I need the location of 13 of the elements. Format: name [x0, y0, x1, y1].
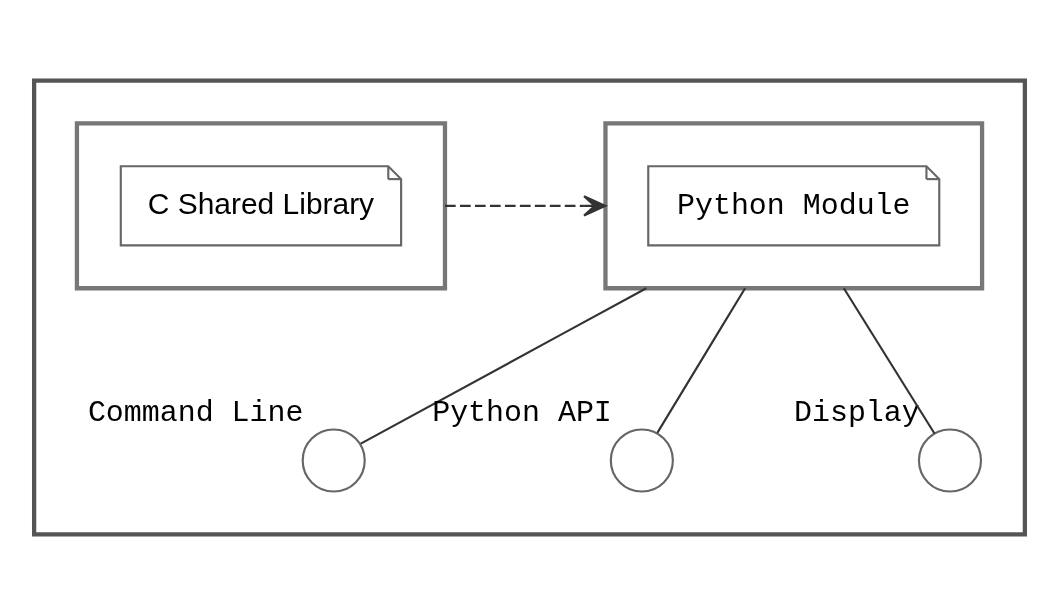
connector — [360, 287, 647, 445]
connector — [842, 287, 936, 435]
cluster — [603, 121, 985, 291]
node-label: Command Line — [87, 396, 304, 431]
cluster — [32, 78, 1027, 537]
arrow — [445, 195, 607, 217]
node-circle — [609, 428, 674, 493]
cluster — [74, 121, 448, 291]
node-label: Display — [794, 396, 920, 431]
node-circle — [917, 428, 983, 493]
node-circle — [301, 428, 366, 493]
connector — [656, 287, 746, 434]
node-label: Python API — [432, 396, 612, 431]
